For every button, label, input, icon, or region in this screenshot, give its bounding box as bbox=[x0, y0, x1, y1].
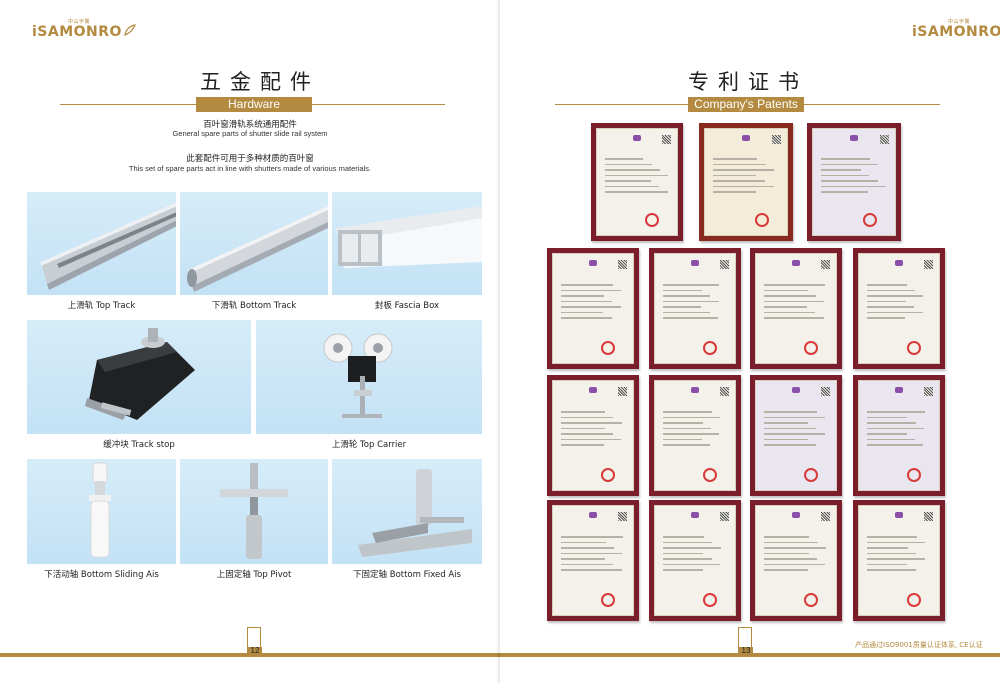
patent-certificate bbox=[807, 123, 901, 241]
qr-code-icon bbox=[821, 260, 830, 269]
qr-code-icon bbox=[924, 260, 933, 269]
certificate-emblem-icon bbox=[589, 512, 597, 518]
photo-top-carrier bbox=[256, 320, 482, 434]
certificate-emblem-icon bbox=[792, 260, 800, 266]
qr-code-icon bbox=[720, 387, 729, 396]
certificate-emblem-icon bbox=[895, 260, 903, 266]
caption-track-stop: 缓冲块 Track stop bbox=[103, 440, 175, 450]
patent-certificate bbox=[853, 248, 945, 369]
red-seal-icon bbox=[907, 468, 922, 482]
red-seal-icon bbox=[804, 468, 819, 482]
caption-bottom-track: 下滑轨 Bottom Track bbox=[211, 301, 297, 311]
red-seal-icon bbox=[645, 213, 660, 227]
certificate-emblem-icon bbox=[792, 387, 800, 393]
red-seal-icon bbox=[703, 341, 718, 355]
subtitle-cn: 百叶窗滑轨系统通用配件 bbox=[203, 120, 297, 130]
patent-certificate bbox=[547, 375, 639, 496]
brand-logo-right: iSAMONRO 中山宇翼 bbox=[912, 19, 1000, 40]
caption-top-carrier: 上滑轮 Top Carrier bbox=[331, 440, 407, 450]
leaf-icon bbox=[124, 24, 136, 36]
caption-top-pivot: 上固定轴 Top Pivot bbox=[216, 570, 292, 580]
photo-fascia-box bbox=[332, 192, 482, 295]
red-seal-icon bbox=[907, 341, 922, 355]
patent-certificate bbox=[853, 500, 945, 621]
certificate-emblem-icon bbox=[850, 135, 858, 141]
patent-certificate bbox=[547, 500, 639, 621]
caption-bottom-fixed-ais: 下固定轴 Bottom Fixed Ais bbox=[353, 570, 461, 580]
patent-certificate bbox=[750, 375, 842, 496]
qr-code-icon bbox=[821, 512, 830, 521]
red-seal-icon bbox=[804, 593, 819, 607]
qr-code-icon bbox=[720, 260, 729, 269]
patent-certificate bbox=[591, 123, 683, 241]
description-cn: 此套配件可用于多种材质的百叶窗 bbox=[186, 154, 314, 164]
photo-bottom-track bbox=[180, 192, 328, 295]
certificate-emblem-icon bbox=[895, 512, 903, 518]
qr-code-icon bbox=[821, 387, 830, 396]
brand-sub: 中山宇翼 bbox=[68, 19, 91, 25]
certificate-emblem-icon bbox=[633, 135, 641, 141]
qr-code-icon bbox=[720, 512, 729, 521]
page-number-left: 12 bbox=[247, 627, 262, 657]
page-title: 专利证书 bbox=[688, 70, 808, 94]
patent-certificate bbox=[649, 248, 741, 369]
photo-top-track bbox=[27, 192, 176, 295]
qr-code-icon bbox=[880, 135, 889, 144]
red-seal-icon bbox=[907, 593, 922, 607]
red-seal-icon bbox=[862, 213, 877, 227]
photo-top-pivot bbox=[180, 459, 328, 564]
certificate-emblem-icon bbox=[742, 135, 750, 141]
photo-track-stop bbox=[27, 320, 251, 434]
caption-top-track: 上滑轨 Top Track bbox=[67, 301, 136, 311]
red-seal-icon bbox=[601, 468, 616, 482]
certification-note: 产品通过ISO9001质量认证体系, CE认证 bbox=[855, 641, 983, 649]
qr-code-icon bbox=[618, 260, 627, 269]
certificate-emblem-icon bbox=[691, 512, 699, 518]
page-number-right: 13 bbox=[738, 627, 753, 657]
qr-code-icon bbox=[772, 135, 781, 144]
certificate-emblem-icon bbox=[691, 260, 699, 266]
brand-name: iSAMONRO bbox=[912, 24, 1000, 40]
certificate-emblem-icon bbox=[792, 512, 800, 518]
red-seal-icon bbox=[601, 341, 616, 355]
caption-bottom-sliding-ais: 下活动轴 Bottom Sliding Ais bbox=[44, 570, 159, 580]
qr-code-icon bbox=[618, 387, 627, 396]
patent-certificate bbox=[853, 375, 945, 496]
patent-certificate bbox=[547, 248, 639, 369]
description-en: This set of spare parts act in line with… bbox=[128, 164, 372, 173]
caption-fascia-box: 封板 Fascia Box bbox=[374, 301, 440, 311]
patent-certificate bbox=[649, 500, 741, 621]
certificate-emblem-icon bbox=[589, 260, 597, 266]
certificate-emblem-icon bbox=[691, 387, 699, 393]
patent-certificate bbox=[750, 500, 842, 621]
title-tag-en: Hardware bbox=[196, 97, 312, 112]
qr-code-icon bbox=[924, 387, 933, 396]
patent-certificate bbox=[750, 248, 842, 369]
patent-certificate bbox=[649, 375, 741, 496]
certificate-emblem-icon bbox=[589, 387, 597, 393]
red-seal-icon bbox=[703, 593, 718, 607]
subtitle-en: General spare parts of shutter slide rai… bbox=[172, 129, 328, 138]
brand-name: iSAMONRO bbox=[32, 24, 122, 40]
photo-bottom-fixed-ais bbox=[332, 459, 482, 564]
red-seal-icon bbox=[601, 593, 616, 607]
brand-logo-left: iSAMONRO 中山宇翼 bbox=[32, 19, 136, 40]
red-seal-icon bbox=[804, 341, 819, 355]
red-seal-icon bbox=[754, 213, 769, 227]
patent-certificate bbox=[699, 123, 793, 241]
qr-code-icon bbox=[924, 512, 933, 521]
qr-code-icon bbox=[618, 512, 627, 521]
title-tag-en: Company's Patents bbox=[688, 97, 804, 112]
red-seal-icon bbox=[703, 468, 718, 482]
right-page: iSAMONRO 中山宇翼 专利证书 Company's Patents 13 bbox=[500, 0, 1000, 683]
certificate-emblem-icon bbox=[895, 387, 903, 393]
qr-code-icon bbox=[662, 135, 671, 144]
brand-sub: 中山宇翼 bbox=[948, 19, 971, 25]
left-page: iSAMONRO 中山宇翼 五金配件 Hardware 百叶窗滑轨系统通用配件 … bbox=[0, 19, 500, 657]
page-title: 五金配件 bbox=[200, 70, 320, 94]
photo-bottom-sliding-ais bbox=[27, 459, 176, 564]
